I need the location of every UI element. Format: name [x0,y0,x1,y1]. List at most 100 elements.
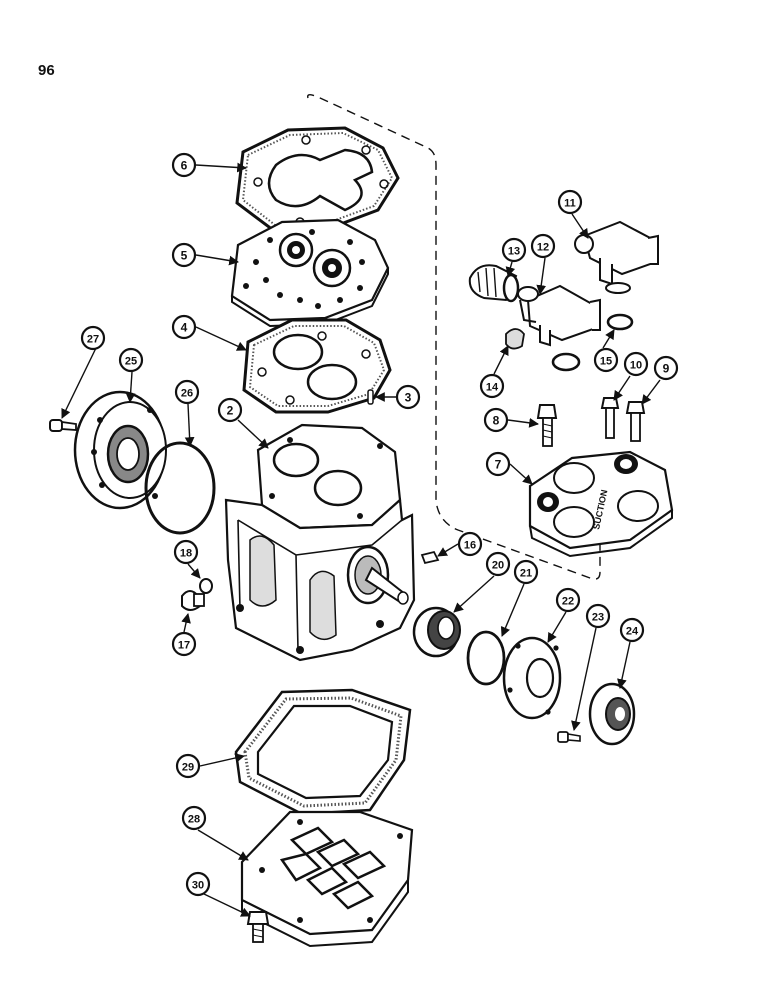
callout-15: 15 [593,347,619,373]
callout-14: 14 [479,373,505,399]
callout-circle [457,531,483,557]
front-head-cover [73,390,167,510]
service-valve-cap [468,264,520,303]
callout-3: 3 [395,384,421,410]
screw-27 [49,419,77,432]
callout-number: 16 [464,540,476,552]
discharge-service-valve [574,220,659,294]
callout-circle [619,617,645,643]
drain-plug [181,590,205,611]
o-ring-15a [606,313,634,331]
callout-18: 18 [173,539,199,565]
callout-21: 21 [513,559,539,585]
callout-13: 13 [501,237,527,263]
shaft-seal [412,606,461,658]
callout-circle [174,379,200,405]
callout-number: 3 [405,391,412,405]
callout-5: 5 [171,242,197,268]
callout-number: 5 [181,249,188,263]
screw-23 [557,731,581,743]
bolt-8 [536,404,558,447]
callout-circle [479,373,505,399]
callout-number: 9 [663,362,670,376]
bolt-30 [246,911,270,943]
callout-20: 20 [485,551,511,577]
leader-lines [61,162,661,917]
callout-number: 11 [564,198,576,210]
callout-7: 7 [485,451,511,477]
callout-number: 10 [630,360,642,372]
bolt-9 [625,401,646,442]
callout-number: 23 [592,612,604,624]
callout-number: 26 [181,388,193,400]
callout-circle [175,753,201,779]
callout-circle [585,603,611,629]
callout-number: 8 [493,414,500,428]
callout-circle [485,551,511,577]
callout-23: 23 [585,603,611,629]
valve-plate [230,218,390,328]
callout-11: 11 [557,189,583,215]
callout-circle [181,805,207,831]
callout-circle [557,189,583,215]
callout-number: 6 [181,159,188,173]
callout-circle [171,242,197,268]
callout-number: 24 [626,626,639,638]
callout-number: 2 [227,404,234,418]
cylinder-head-gasket [242,318,392,414]
callout-6: 6 [171,152,197,178]
oil-pan-gasket [234,688,412,816]
callout-number: 27 [87,334,99,346]
callout-number: 17 [178,640,190,652]
callout-number: 14 [486,382,499,394]
dashed-assembly-line [307,94,601,580]
callout-circle [593,347,619,373]
suction-service-valve [517,284,601,347]
callout-24: 24 [619,617,645,643]
callout-circle [80,325,106,351]
callout-circle [118,347,144,373]
o-ring-18 [199,578,213,594]
callout-circle [623,351,649,377]
callout-25: 25 [118,347,144,373]
callout-8: 8 [483,407,509,433]
compressor-body [224,423,416,662]
callout-circle [555,587,581,613]
callout-circle [501,237,527,263]
callout-circle [171,314,197,340]
bolt-10 [600,397,620,439]
base-plate [240,810,414,948]
valve-plate-gasket-top [235,126,400,232]
callout-29: 29 [175,753,201,779]
dowel-pin [367,389,374,405]
o-ring-26 [144,441,216,535]
callout-circle [395,384,421,410]
callout-number: 21 [520,568,532,580]
callout-2: 2 [217,397,243,423]
callout-number: 22 [562,596,574,608]
callout-circle [171,152,197,178]
page-number: 96 [38,62,55,79]
shaft-key [420,550,440,565]
callout-26: 26 [174,379,200,405]
callout-circle [513,559,539,585]
valve-cap-14 [505,328,525,350]
callout-17: 17 [171,631,197,657]
callout-circle [653,355,679,381]
callout-28: 28 [181,805,207,831]
callout-number: 29 [182,762,194,774]
callout-circle [483,407,509,433]
callout-number: 25 [125,356,137,368]
callout-circle [530,233,556,259]
o-ring-15b [551,352,581,372]
callout-12: 12 [530,233,556,259]
callout-30: 30 [185,871,211,897]
callout-circle [173,539,199,565]
callout-number: 30 [192,880,204,892]
callout-circle [217,397,243,423]
callout-number: 28 [188,814,200,826]
seal-cover [588,682,636,746]
